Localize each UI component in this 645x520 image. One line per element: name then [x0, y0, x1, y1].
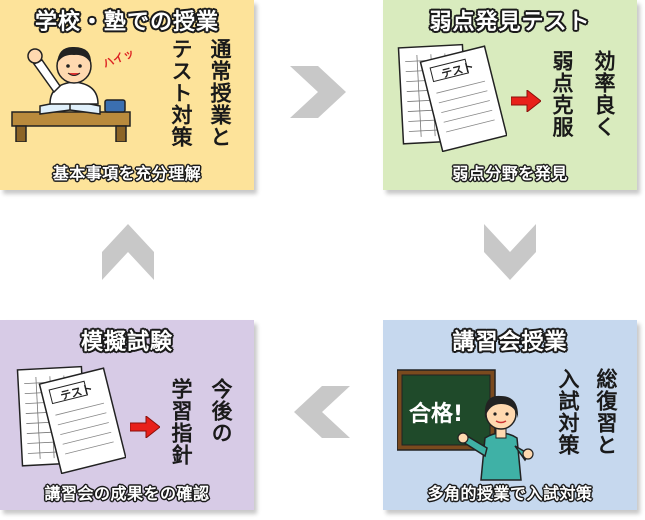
lecture-line1: 総復習と: [594, 368, 618, 456]
card-weakness: 弱点発見テスト テスト 効率良く 弱点克服 弱点分: [383, 0, 637, 190]
card-mock: 模擬試験 テスト 今後の 学習指針 講習会の成果を: [0, 320, 254, 510]
card-caption: 基本事項を充分理解: [52, 164, 202, 183]
test-papers-illustration: [397, 43, 507, 152]
red-arrow-icon: [130, 416, 160, 438]
card-lecture: 講習会授業 合格! 総復習と 入試対策 多角的授業で入試対策: [383, 320, 637, 510]
card-caption: 弱点分野を発見: [452, 164, 568, 183]
blackboard-illustration: [397, 369, 534, 481]
mock-line2: 学習指針: [169, 378, 193, 466]
card-title: 模擬試験: [80, 330, 173, 355]
card-title: 弱点発見テスト: [429, 10, 591, 35]
arrow-up-icon: [102, 224, 154, 280]
school-line1: 通常授業と: [208, 38, 232, 148]
arrow-left-icon: [294, 386, 350, 438]
red-arrow-icon: [511, 90, 541, 112]
weakness-line2: 弱点克服: [550, 50, 574, 138]
test-papers-illustration: [16, 365, 126, 474]
card-title: 講習会授業: [452, 330, 568, 355]
weakness-line1: 効率良く: [592, 50, 616, 138]
lecture-line2: 入試対策: [556, 368, 580, 456]
card-caption: 講習会の成果をの確認: [44, 484, 210, 503]
board-text: 合格!: [409, 402, 464, 427]
mock-line1: 今後の: [209, 378, 233, 444]
card-school: 学校・塾での授業 ハイッ 通常授業と テスト対策 基本事項を充分理解: [0, 0, 254, 190]
student-illustration: [11, 46, 131, 142]
card-caption: 多角的授業で入試対策: [427, 484, 593, 503]
arrow-down-icon: [484, 224, 536, 280]
arrow-right-icon: [290, 66, 346, 118]
school-line2: テスト対策: [169, 38, 193, 148]
card-title: 学校・塾での授業: [34, 10, 219, 35]
